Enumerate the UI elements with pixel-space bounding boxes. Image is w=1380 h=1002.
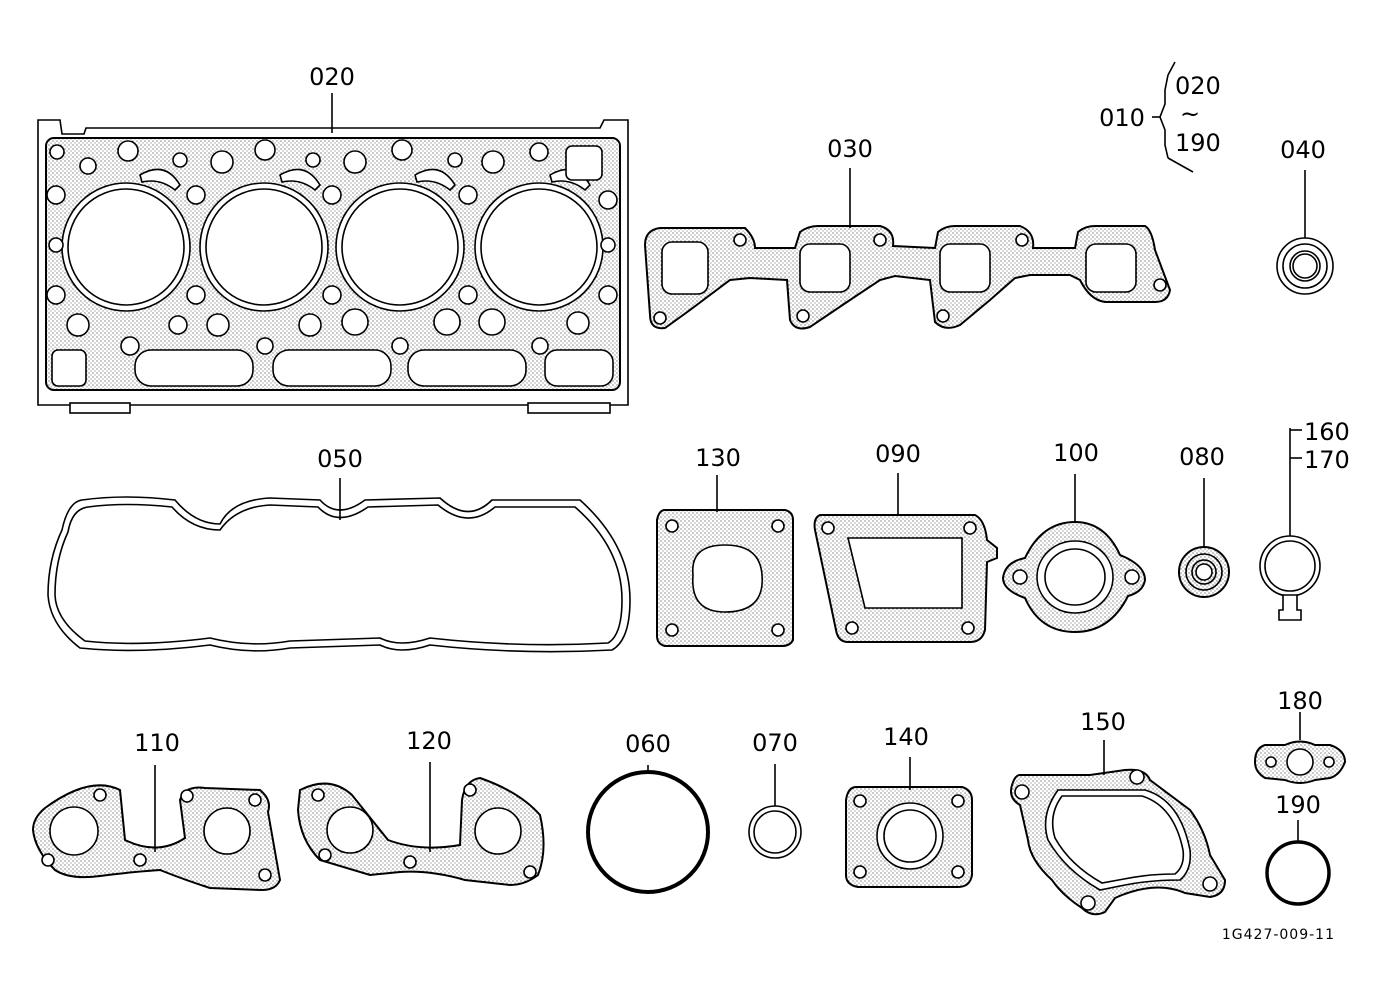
label-050: 050 xyxy=(317,445,363,473)
label-030: 030 xyxy=(827,135,873,163)
part-180-flange-gasket[interactable] xyxy=(1253,712,1347,784)
part-160-170-ring[interactable] xyxy=(1259,428,1321,621)
part-050-cover-gasket[interactable] xyxy=(47,478,631,653)
label-110: 110 xyxy=(134,729,180,757)
label-170: 170 xyxy=(1304,446,1350,474)
assembly-bracket xyxy=(1152,61,1194,173)
part-100-flange-gasket[interactable] xyxy=(1001,474,1147,634)
part-140-square-gasket[interactable] xyxy=(845,757,973,888)
part-060-o-ring[interactable] xyxy=(586,765,710,894)
part-020-head-gasket[interactable] xyxy=(37,93,629,414)
part-labels: 020 030 040 050 130 090 100 080 160 170 … xyxy=(134,63,1350,943)
part-130-square-gasket[interactable] xyxy=(656,475,794,647)
assembly-range-start: 020 xyxy=(1175,72,1221,100)
label-040: 040 xyxy=(1280,136,1326,164)
label-020: 020 xyxy=(309,63,355,91)
label-160: 160 xyxy=(1304,418,1350,446)
part-110-exhaust-gasket[interactable] xyxy=(31,765,282,892)
assembly-label-010: 010 xyxy=(1099,104,1145,132)
part-040-seal[interactable] xyxy=(1276,170,1334,295)
drawing-number: 1G427-009-11 xyxy=(1222,927,1335,943)
label-090: 090 xyxy=(875,440,921,468)
label-100: 100 xyxy=(1053,439,1099,467)
assembly-range-end: 190 xyxy=(1175,129,1221,157)
part-120-exhaust-gasket[interactable] xyxy=(296,762,545,887)
label-080: 080 xyxy=(1179,443,1225,471)
part-150-pump-gasket[interactable] xyxy=(1010,740,1227,916)
label-130: 130 xyxy=(695,444,741,472)
label-140: 140 xyxy=(883,723,929,751)
label-060: 060 xyxy=(625,730,671,758)
part-030-manifold-gasket[interactable] xyxy=(643,168,1172,330)
part-080-seal[interactable] xyxy=(1178,478,1230,598)
assembly-range-tilde: ~ xyxy=(1180,100,1200,128)
part-190-o-ring[interactable] xyxy=(1265,820,1331,906)
label-120: 120 xyxy=(406,727,452,755)
label-070: 070 xyxy=(752,729,798,757)
label-190: 190 xyxy=(1275,791,1321,819)
part-070-ring[interactable] xyxy=(748,764,802,859)
label-180: 180 xyxy=(1277,687,1323,715)
part-090-plate-gasket[interactable] xyxy=(813,473,998,643)
label-150: 150 xyxy=(1080,708,1126,736)
